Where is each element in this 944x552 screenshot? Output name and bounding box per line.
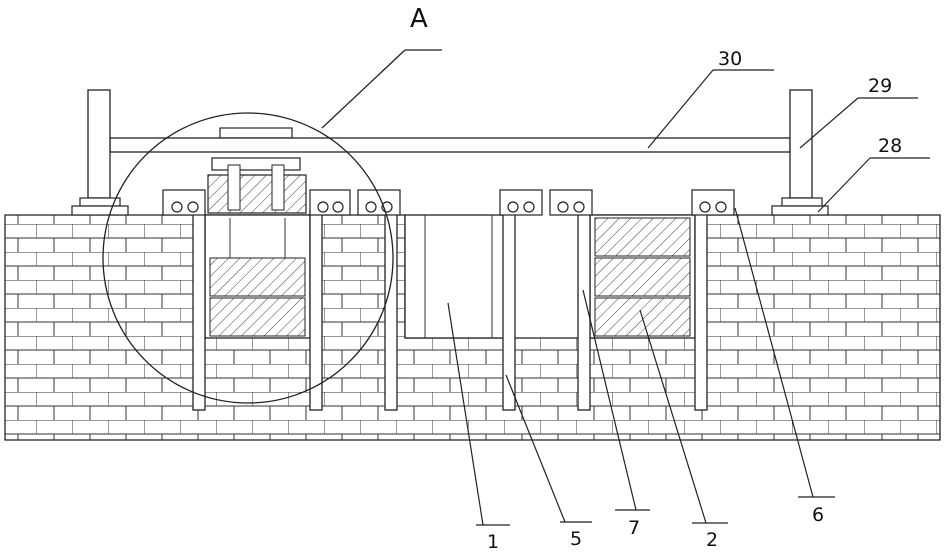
callout-2: 2 <box>706 529 718 551</box>
detail-a-leader <box>322 50 405 128</box>
callout-28: 28 <box>878 135 902 157</box>
central-trench <box>405 215 513 338</box>
callout-29: 29 <box>868 75 892 97</box>
callout-6: 6 <box>812 504 824 526</box>
detail-a-label: A <box>410 4 428 34</box>
callout-5: 5 <box>570 528 582 550</box>
callout-30: 30 <box>718 48 742 70</box>
callout-7: 7 <box>628 517 640 539</box>
left-cavity <box>205 215 310 338</box>
callout-1: 1 <box>487 531 499 552</box>
top-beam <box>110 138 790 152</box>
